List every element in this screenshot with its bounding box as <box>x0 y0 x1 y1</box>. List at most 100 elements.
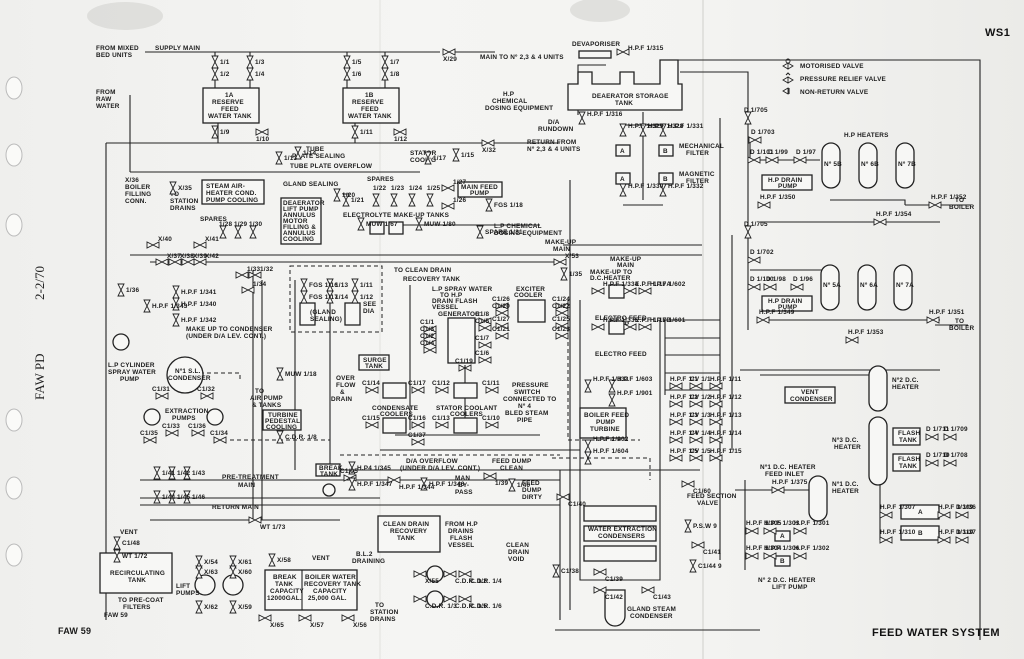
valve-icon[interactable] <box>200 392 214 400</box>
valve-icon[interactable] <box>411 421 425 429</box>
valve-icon[interactable] <box>485 386 499 394</box>
valve-icon[interactable] <box>348 477 356 491</box>
valve-icon[interactable] <box>195 555 203 569</box>
valve-icon[interactable] <box>408 193 416 207</box>
valve-icon[interactable] <box>793 552 807 560</box>
valve-icon[interactable] <box>333 188 341 202</box>
valve-icon[interactable] <box>413 595 427 603</box>
valve-icon[interactable] <box>937 536 951 544</box>
valve-icon[interactable] <box>387 476 401 484</box>
valve-icon[interactable] <box>659 183 667 197</box>
valve-icon[interactable] <box>928 201 942 209</box>
valve-icon[interactable] <box>763 527 777 535</box>
valve-icon[interactable] <box>294 146 302 160</box>
valve-icon[interactable] <box>691 541 705 549</box>
valve-icon[interactable] <box>248 516 262 524</box>
valve-icon[interactable] <box>113 549 121 563</box>
valve-icon[interactable] <box>669 400 683 408</box>
valve-icon[interactable] <box>623 323 637 331</box>
valve-icon[interactable] <box>300 290 308 304</box>
valve-icon[interactable] <box>709 436 723 444</box>
valve-icon[interactable] <box>744 111 752 125</box>
valve-icon[interactable] <box>619 123 627 137</box>
valve-icon[interactable] <box>476 225 484 239</box>
valve-icon[interactable] <box>638 287 652 295</box>
valve-icon[interactable] <box>219 225 227 239</box>
valve-icon[interactable] <box>248 271 262 279</box>
valve-icon[interactable] <box>790 283 804 291</box>
valve-icon[interactable] <box>709 382 723 390</box>
valve-icon[interactable] <box>168 466 176 480</box>
valve-icon[interactable] <box>608 379 616 393</box>
valve-icon[interactable] <box>195 600 203 614</box>
valve-icon[interactable] <box>937 511 951 519</box>
valve-icon[interactable] <box>689 400 703 408</box>
valve-icon[interactable] <box>619 183 627 197</box>
valve-icon[interactable] <box>593 586 607 594</box>
valve-icon[interactable] <box>748 136 762 144</box>
valve-icon[interactable] <box>747 283 761 291</box>
valve-icon[interactable] <box>229 555 237 569</box>
valve-icon[interactable] <box>845 336 859 344</box>
valve-icon[interactable] <box>458 570 472 578</box>
valve-icon[interactable] <box>183 466 191 480</box>
valve-icon[interactable] <box>669 382 683 390</box>
valve-icon[interactable] <box>578 111 586 125</box>
valve-icon[interactable] <box>255 128 269 136</box>
valve-icon[interactable] <box>381 55 389 69</box>
valve-icon[interactable] <box>372 193 380 207</box>
valve-icon[interactable] <box>495 302 509 310</box>
valve-icon[interactable] <box>143 436 157 444</box>
valve-icon[interactable] <box>955 511 969 519</box>
valve-icon[interactable] <box>193 241 207 249</box>
valve-icon[interactable] <box>435 386 449 394</box>
valve-icon[interactable] <box>172 285 180 299</box>
valve-icon[interactable] <box>925 459 939 467</box>
valve-icon[interactable] <box>442 48 456 56</box>
valve-icon[interactable] <box>365 421 379 429</box>
valve-icon[interactable] <box>555 302 569 310</box>
valve-icon[interactable] <box>211 55 219 69</box>
valve-icon[interactable] <box>155 258 169 266</box>
valve-icon[interactable] <box>298 614 312 622</box>
valve-icon[interactable] <box>689 454 703 462</box>
valve-icon[interactable] <box>424 151 432 165</box>
valve-icon[interactable] <box>709 400 723 408</box>
valve-icon[interactable] <box>351 125 359 139</box>
valve-icon[interactable] <box>276 367 284 381</box>
valve-icon[interactable] <box>249 225 257 239</box>
valve-icon[interactable] <box>478 324 492 332</box>
valve-icon[interactable] <box>393 128 407 136</box>
valve-icon[interactable] <box>593 568 607 576</box>
valve-icon[interactable] <box>745 527 759 535</box>
valve-icon[interactable] <box>584 451 592 465</box>
valve-icon[interactable] <box>443 595 457 603</box>
valve-icon[interactable] <box>747 256 761 264</box>
valve-icon[interactable] <box>411 386 425 394</box>
valve-icon[interactable] <box>246 67 254 81</box>
valve-icon[interactable] <box>584 379 592 393</box>
valve-icon[interactable] <box>348 461 356 475</box>
valve-icon[interactable] <box>168 490 176 504</box>
valve-icon[interactable] <box>146 241 160 249</box>
valve-icon[interactable] <box>381 67 389 81</box>
valve-icon[interactable] <box>560 267 568 281</box>
valve-icon[interactable] <box>485 198 493 212</box>
valve-icon[interactable] <box>211 67 219 81</box>
valve-icon[interactable] <box>390 193 398 207</box>
valve-icon[interactable] <box>153 490 161 504</box>
valve-icon[interactable] <box>191 429 205 437</box>
valve-icon[interactable] <box>478 356 492 364</box>
valve-icon[interactable] <box>623 287 637 295</box>
valve-icon[interactable] <box>763 552 777 560</box>
valve-icon[interactable] <box>172 297 180 311</box>
valve-icon[interactable] <box>153 466 161 480</box>
valve-icon[interactable] <box>555 322 569 330</box>
valve-icon[interactable] <box>211 125 219 139</box>
valve-icon[interactable] <box>747 156 761 164</box>
valve-icon[interactable] <box>483 472 497 480</box>
valve-icon[interactable] <box>246 55 254 69</box>
valve-icon[interactable] <box>689 382 703 390</box>
valve-icon[interactable] <box>143 299 151 313</box>
valve-icon[interactable] <box>689 418 703 426</box>
